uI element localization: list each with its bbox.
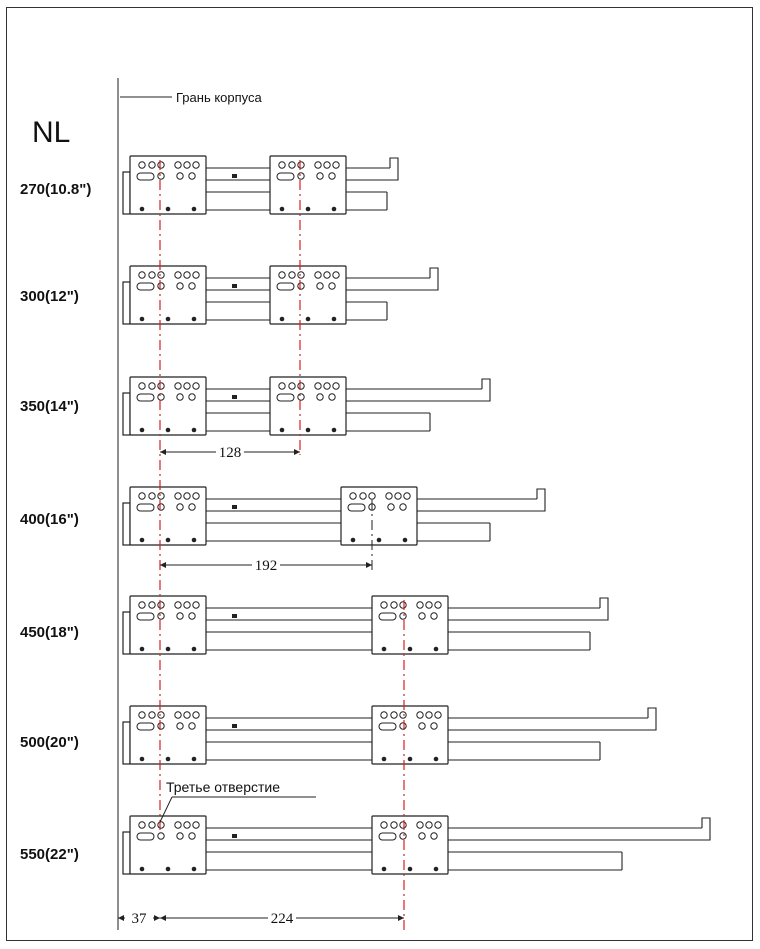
front-bracket [269,265,347,325]
end-plate [122,171,131,215]
rear-bracket [129,595,207,655]
dimension-128: 128 [160,443,300,461]
front-latch [481,378,491,402]
rear-bracket [129,265,207,325]
dimension-128-value: 128 [219,445,242,461]
end-plate [122,392,131,436]
front-bracket [371,815,449,875]
marker [232,395,237,399]
rear-bracket [129,705,207,765]
slide-unit-7 [122,815,711,875]
slide-unit-6 [122,705,657,765]
third-hole-leader [159,796,173,823]
end-plate [122,611,131,655]
slide-units [122,155,711,875]
dimension-192: 192 [160,556,372,574]
size-label-550: 550(22") [20,846,79,863]
front-bracket [340,486,418,546]
rear-bracket [129,155,207,215]
end-plate [122,281,131,325]
size-label-270: 270(10.8") [20,181,92,198]
front-latch [389,157,399,181]
nl-heading: NL [32,116,71,149]
dimension-37: 37 [118,909,160,927]
size-label-400: 400(16") [20,511,79,528]
slide-unit-5 [122,595,609,655]
marker [232,284,237,288]
rear-bracket [129,486,207,546]
front-latch [536,488,546,512]
front-bracket [269,155,347,215]
slide-unit-1 [122,155,399,215]
end-plate [122,831,131,875]
rear-bracket [129,815,207,875]
front-bracket [371,705,449,765]
third-hole-label: Третье отверстие [166,779,281,795]
cabinet-edge-label: Грань корпуса [176,90,262,105]
front-latch [701,817,711,841]
slide-unit-2 [122,265,439,325]
dimension-224: 224 [160,909,404,927]
dimension-192-value: 192 [255,558,278,574]
marker [232,724,237,728]
dimension-37-value: 37 [132,911,148,927]
front-latch [429,267,439,291]
dimension-lines: 128 192 37 224 [118,443,404,927]
drawing-frame [6,7,753,941]
hole-centerlines [159,160,405,930]
slide-unit-4 [122,486,546,546]
rear-bracket [129,376,207,436]
size-label-300: 300(12") [20,288,79,305]
end-plate [122,721,131,765]
marker [232,834,237,838]
size-label-500: 500(20") [20,734,79,751]
marker [232,614,237,618]
front-latch [599,597,609,621]
dimension-224-value: 224 [271,911,294,927]
front-bracket [269,376,347,436]
marker [232,505,237,509]
size-label-350: 350(14") [20,398,79,415]
slide-unit-3 [122,376,491,436]
front-bracket [371,595,449,655]
end-plate [122,502,131,546]
front-latch [647,707,657,731]
size-label-450: 450(18") [20,624,79,641]
marker [232,174,237,178]
